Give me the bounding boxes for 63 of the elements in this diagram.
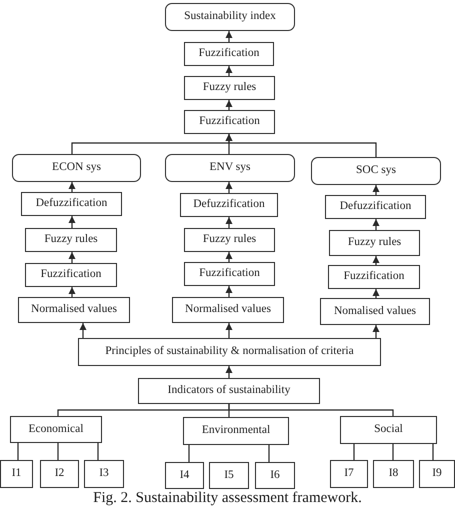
process-box: Nomalised values (320, 298, 430, 325)
arrow (226, 100, 232, 110)
arrow (68, 252, 76, 263)
connector-line (432, 444, 434, 460)
process-box: I9 (419, 460, 455, 488)
arrow (226, 66, 232, 76)
arrow (226, 217, 232, 228)
connector-line (57, 443, 59, 460)
process-box: Defuzzification (180, 193, 278, 217)
process-box: Environmental (183, 417, 289, 445)
connector-line (353, 444, 355, 460)
process-box: I5 (209, 462, 249, 489)
process-box: Fuzzy rules (25, 228, 117, 252)
arrow (226, 31, 232, 42)
arrow (80, 323, 86, 338)
arrow (372, 219, 380, 230)
rounded-box: Sustainability index (165, 3, 295, 31)
connector-line (97, 443, 99, 460)
process-box: Fuzzy rules (184, 228, 275, 252)
figure-caption: Fig. 2. Sustainability assessment framework. (93, 490, 362, 507)
arrow (68, 287, 76, 297)
process-box: I6 (255, 462, 295, 489)
arrow (372, 289, 380, 298)
rounded-box: SOC sys (311, 157, 441, 185)
process-box: Social (340, 416, 437, 444)
process-box: Economical (10, 416, 102, 443)
process-box: Principles of sustainability & normalisation of criteria (78, 338, 381, 366)
process-box: I3 (84, 460, 124, 488)
arrow (226, 252, 232, 262)
process-box: I7 (330, 460, 368, 488)
arrow (372, 325, 380, 338)
arrow (372, 185, 380, 195)
connector-line (392, 444, 394, 460)
rounded-box: ENV sys (165, 154, 295, 182)
process-box: Normalised values (172, 297, 284, 323)
rounded-box: ECON sys (12, 154, 141, 182)
process-box: Fuzzification (328, 265, 420, 289)
process-box: Fuzzy rules (184, 76, 275, 100)
process-box: Defuzzification (325, 195, 426, 219)
process-box: I1 (0, 460, 33, 488)
arrow (226, 182, 232, 193)
process-box: Normalised values (18, 297, 130, 323)
process-box: I4 (165, 462, 204, 489)
arrow (226, 134, 377, 157)
arrow (68, 216, 76, 228)
connector-line (268, 445, 270, 462)
process-box: Fuzzification (184, 110, 275, 134)
connector-line (17, 443, 19, 460)
arrow (226, 323, 232, 338)
process-box: Indicators of sustainability (138, 378, 320, 404)
arrow (226, 366, 232, 378)
process-box: Fuzzy rules (329, 230, 420, 256)
process-box: Defuzzification (21, 192, 122, 216)
arrow (68, 182, 76, 192)
arrow (372, 256, 380, 265)
connector-line (228, 404, 394, 416)
process-box: I8 (373, 460, 414, 488)
process-box: I2 (40, 460, 79, 488)
connector-line (188, 445, 190, 462)
process-box: Fuzzification (184, 42, 274, 66)
process-box: Fuzzification (25, 263, 117, 287)
arrow (226, 286, 232, 297)
process-box: Fuzzification (184, 262, 275, 286)
